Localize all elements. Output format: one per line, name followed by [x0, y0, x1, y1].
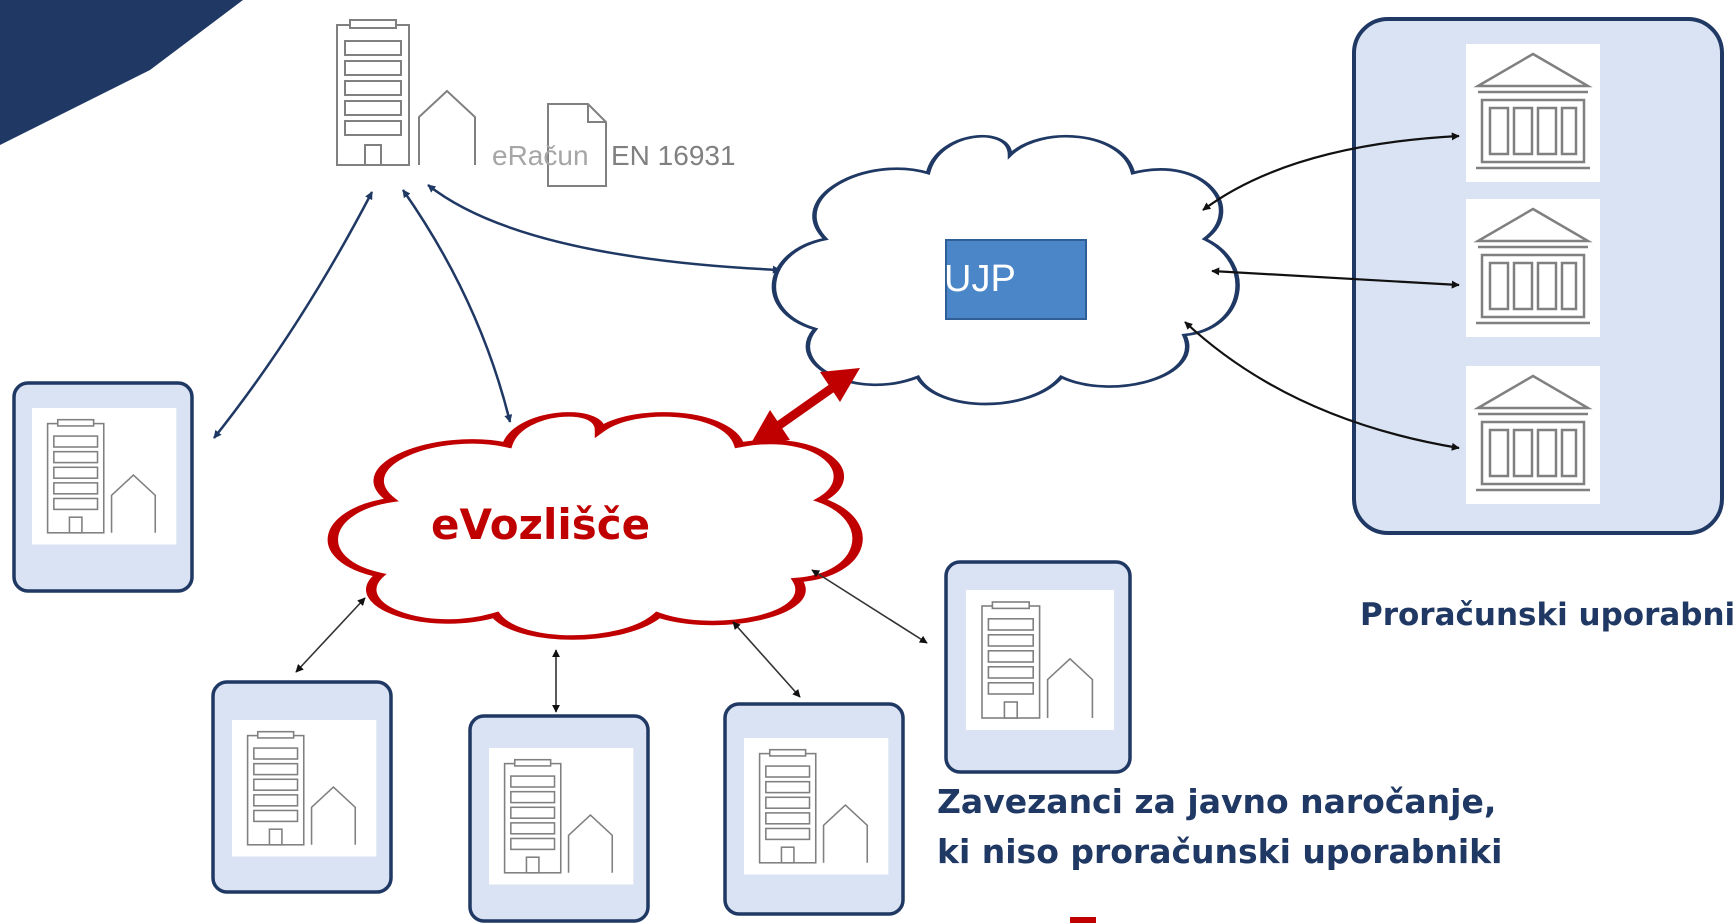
company-building-icon-bottom-1: [231, 719, 378, 858]
evozlisce-label: eVozlišče: [431, 500, 651, 549]
corner-decoration: [0, 0, 243, 145]
government-building-icon-1: [1464, 42, 1602, 184]
government-building-icon-3: [1464, 364, 1602, 506]
connector-ujp-to-budget-user-3: [1184, 321, 1460, 451]
company-building-icon-bottom-3: [743, 737, 890, 876]
connector-ujp-to-budget-user-1: [1202, 132, 1460, 211]
document-title: eRačun: [492, 140, 589, 171]
connector-evozlisce-to-right-box: [811, 569, 928, 644]
company-building-icon-right: [965, 589, 1115, 731]
document-icon: [547, 103, 607, 187]
connector-evozlisce-to-bottom-3: [732, 621, 801, 698]
connector-top-to-ujp: [427, 184, 781, 274]
company-building-icon-left: [31, 407, 178, 546]
ujp-box: [945, 239, 1087, 320]
company-building-icon-top: [316, 4, 503, 181]
connector-top-to-left-box: [213, 191, 374, 439]
ujp-label: UJP: [944, 258, 1016, 300]
company-building-icon-bottom-2: [488, 747, 635, 886]
connector-top-to-evozlisce: [401, 189, 513, 423]
government-building-icon-2: [1464, 197, 1602, 339]
connector-evozlisce-to-bottom-1: [295, 597, 366, 673]
budget-users-label: Proračunski uporabniki: [1360, 597, 1733, 633]
logo-fragment: [1070, 917, 1096, 923]
document-standard: EN 16931: [611, 140, 736, 171]
procurement-label-line1: Zavezanci za javno naročanje,: [937, 782, 1497, 821]
connector-ujp-to-budget-user-2: [1211, 267, 1460, 289]
procurement-label-line2: ki niso proračunski uporabniki: [937, 832, 1503, 871]
ujp-evozlisce-link-arrow: [750, 368, 860, 445]
